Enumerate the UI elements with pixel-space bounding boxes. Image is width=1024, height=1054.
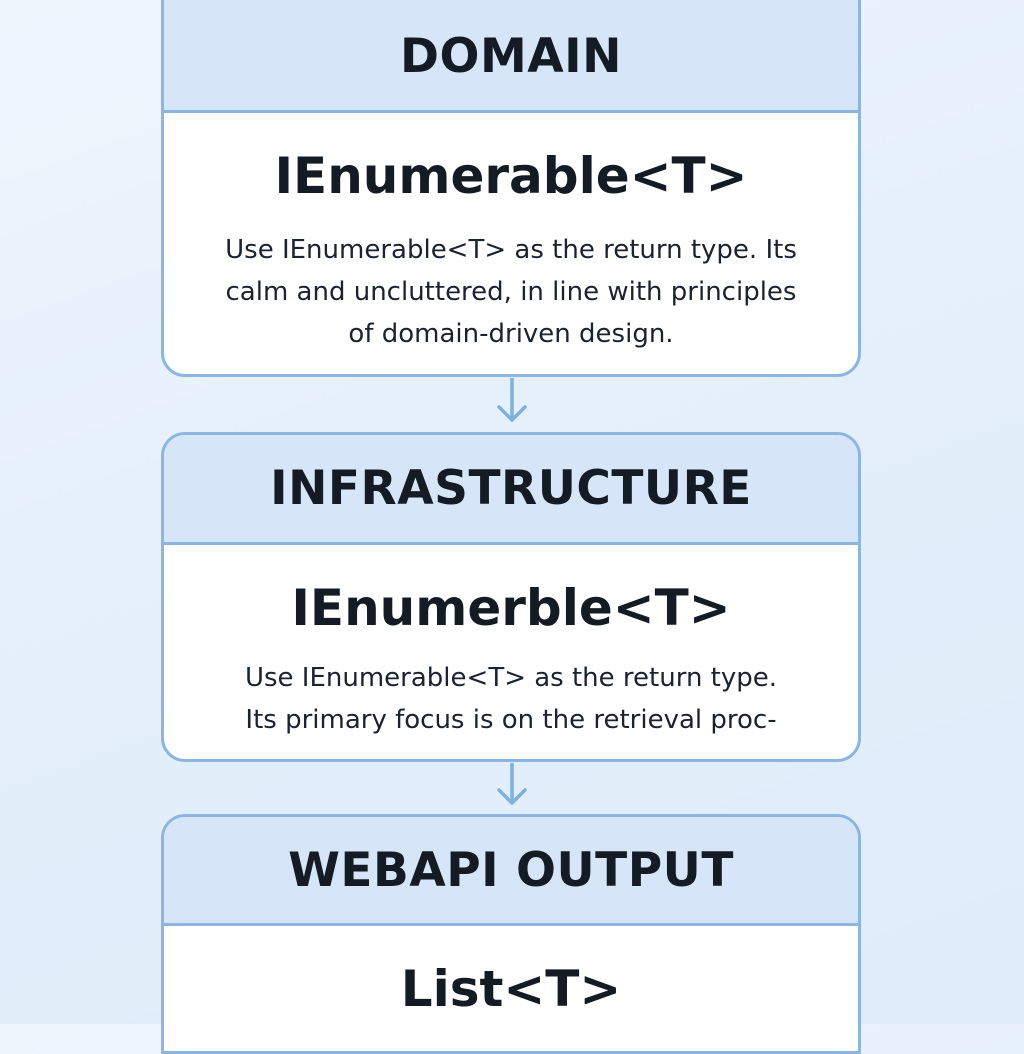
domain-return-type: IEnumerable<T> — [274, 147, 748, 205]
domain-description-line: of domain-driven design. — [348, 319, 674, 349]
domain-layer-card: DOMAIN IEnumerable<T> Use IEnumerable<T>… — [161, 0, 861, 377]
infrastructure-description: Use IEnumerable<T> as the return type. I… — [181, 657, 841, 741]
webapi-output-return-type: List<T> — [400, 960, 622, 1018]
domain-description: Use IEnumerable<T> as the return type. I… — [181, 229, 841, 355]
infrastructure-layer-title: INFRASTRUCTURE — [164, 435, 858, 545]
domain-layer-title: DOMAIN — [164, 0, 858, 113]
webapi-output-layer-card: WEBAPI OUTPUT List<T> — [161, 814, 861, 1054]
domain-description-line: calm and uncluttered, in line with princ… — [225, 277, 797, 307]
down-arrow-icon — [497, 763, 527, 805]
infrastructure-layer-body: IEnumerble<T> Use IEnumerable<T> as the … — [164, 583, 858, 741]
infrastructure-description-line: Use IEnumerable<T> as the return type. — [244, 663, 778, 693]
infrastructure-layer-card: INFRASTRUCTURE IEnumerble<T> Use IEnumer… — [161, 432, 861, 762]
webapi-output-layer-title: WEBAPI OUTPUT — [164, 817, 858, 926]
webapi-output-layer-body: List<T> — [164, 964, 858, 1014]
domain-description-line: Use IEnumerable<T> as the return type. I… — [225, 235, 797, 265]
infrastructure-description-line: Its primary focus is on the retrieval pr… — [245, 705, 777, 735]
infrastructure-return-type: IEnumerble<T> — [291, 579, 731, 637]
down-arrow-icon — [497, 378, 527, 422]
domain-layer-body: IEnumerable<T> Use IEnumerable<T> as the… — [164, 151, 858, 355]
